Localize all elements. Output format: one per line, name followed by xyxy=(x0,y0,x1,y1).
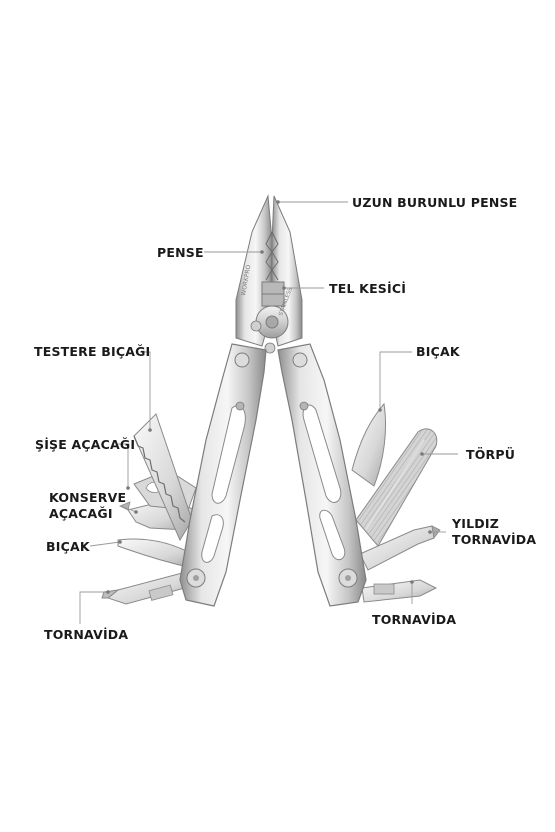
right-handle xyxy=(277,343,367,607)
label-long-nose-pliers: UZUN BURUNLU PENSE xyxy=(352,195,518,210)
knife-tool-right xyxy=(351,402,386,487)
leader-lines xyxy=(79,200,458,624)
leader-bottle-opener xyxy=(118,443,129,488)
leader-knife-left xyxy=(89,541,121,547)
plier-jaws: WORKPRO STAINLESS xyxy=(235,194,303,354)
file-tool xyxy=(355,428,438,547)
label-screwdriver-left: TORNAVİDA xyxy=(44,627,129,642)
leader-knife-right xyxy=(379,351,412,410)
label-saw-blade: TESTERE BIÇAĞI xyxy=(34,344,151,359)
label-knife-left: BIÇAK xyxy=(46,539,90,554)
label-star-screwdriver: YILDIZ TORNAVİDA xyxy=(452,516,536,548)
label-bottle-opener: ŞİŞE AÇACAĞI xyxy=(35,437,136,452)
label-can-opener-line2: AÇACAĞI xyxy=(49,506,113,521)
screwdriver-tool-left xyxy=(101,571,193,605)
label-star-screwdriver-line2: TORNAVİDA xyxy=(452,532,537,547)
leader-can-opener xyxy=(121,505,137,513)
label-can-opener: KONSERVE AÇACAĞI xyxy=(49,490,126,522)
label-star-screwdriver-line1: YILDIZ xyxy=(452,516,499,531)
label-wire-cutter: TEL KESİCİ xyxy=(329,281,407,296)
screwdriver-tool-right xyxy=(361,579,438,603)
label-can-opener-line1: KONSERVE xyxy=(49,490,127,505)
label-file: TÖRPÜ xyxy=(466,447,516,462)
leader-saw-blade xyxy=(140,351,151,430)
label-screwdriver-right: TORNAVİDA xyxy=(372,612,457,627)
label-knife-right: BIÇAK xyxy=(416,344,460,359)
left-handle xyxy=(179,343,267,607)
leader-screwdriver-left xyxy=(79,591,108,624)
label-pliers: PENSE xyxy=(157,245,204,260)
